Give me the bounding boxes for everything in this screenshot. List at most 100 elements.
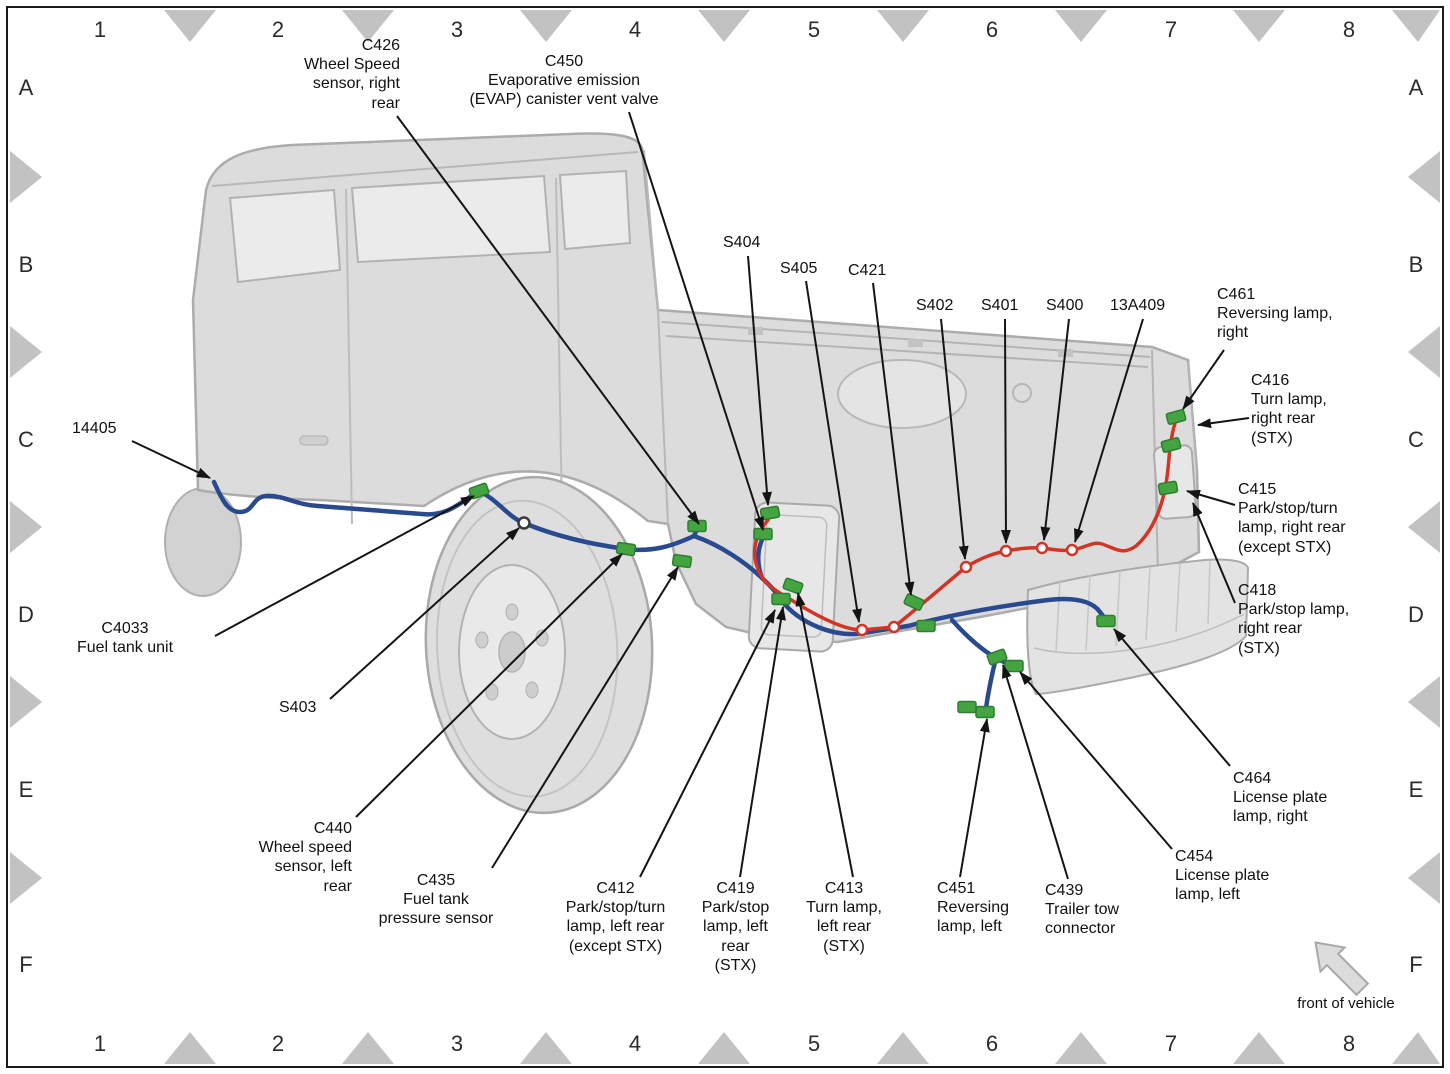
callout-13a409: 13A409 (1110, 297, 1166, 314)
arrow-14405 (131, 440, 211, 479)
connector (1160, 437, 1182, 453)
grid-col-top-4: 4 (628, 17, 642, 42)
arrow-s402 (940, 318, 969, 560)
callout-s405: S405 (780, 260, 818, 277)
splice-loops (855, 541, 1079, 637)
grid-row-left-d: D (18, 602, 34, 627)
connector (1165, 409, 1187, 425)
arrow-c450 (628, 111, 764, 531)
splice-s403 (517, 516, 531, 530)
callout-s402: S402 (916, 297, 954, 314)
connector (753, 527, 773, 541)
callout-c413: C413 Turn lamp, left rear (STX) (806, 880, 882, 955)
grid-col-top-2: 2 (271, 17, 285, 42)
grid-col-bottom-7: 7 (1164, 1031, 1178, 1056)
arrow-c439 (1001, 664, 1069, 880)
grid-row-right-f: F (1409, 952, 1423, 977)
callout-c419: C419 Park/stop lamp, left rear (STX) (701, 880, 770, 974)
connector (975, 705, 995, 719)
grid-col-bottom-8: 8 (1342, 1031, 1356, 1056)
arrow-c415 (1186, 489, 1236, 506)
callout-c461: C461 Reversing lamp, right (1217, 286, 1333, 342)
grid-row-left-a: A (18, 75, 34, 100)
grid-row-right-a: A (1408, 75, 1424, 100)
grid-diamond-markers (10, 10, 1440, 1064)
arrow-c418 (1192, 502, 1236, 604)
callout-s403: S403 (279, 699, 317, 716)
arrow-c4033 (214, 495, 475, 637)
grid-col-bottom-5: 5 (807, 1031, 821, 1056)
arrow-c419 (739, 606, 786, 878)
grid-col-top-7: 7 (1164, 17, 1178, 42)
arrow-s404 (747, 255, 772, 506)
arrow-s401 (1000, 318, 1011, 544)
grid-col-top-3: 3 (450, 17, 464, 42)
grid-col-top-6: 6 (985, 17, 999, 42)
arrow-13a409 (1074, 318, 1144, 543)
arrow-c464 (1113, 628, 1231, 767)
connector (986, 648, 1008, 666)
arrow-c413 (795, 592, 854, 878)
callout-s401: S401 (981, 297, 1019, 314)
callout-c4033: C4033 Fuel tank unit (76, 620, 174, 657)
wiring-connectors (468, 409, 1187, 719)
grid-row-right-e: E (1408, 777, 1424, 802)
connector (1096, 614, 1116, 628)
grid-col-top-1: 1 (93, 17, 107, 42)
arrow-c451 (959, 718, 990, 878)
arrow-c435 (491, 566, 679, 869)
callout-c439: C439 Trailer tow connector (1045, 882, 1120, 938)
connector (615, 541, 637, 557)
callout-c440: C440 Wheel speed sensor, left rear (258, 820, 352, 895)
grid-col-bottom-6: 6 (985, 1031, 999, 1056)
callout-c426: C426 Wheel Speed sensor, right rear (303, 37, 400, 112)
grid-col-top-8: 8 (1342, 17, 1356, 42)
connector (903, 593, 925, 611)
callout-c435: C435 Fuel tank pressure sensor (378, 872, 494, 928)
arrow-c440 (355, 553, 623, 818)
callout-c451: C451 Reversing lamp, left (937, 880, 1010, 936)
arrow-c461 (1182, 349, 1225, 410)
arrow-c454 (1019, 671, 1173, 850)
callout-c464: C464 License plate lamp, right (1233, 770, 1328, 826)
connector (759, 505, 781, 521)
grid-col-bottom-1: 1 (93, 1031, 107, 1056)
connector (671, 553, 693, 569)
connector (1004, 659, 1024, 673)
connector (771, 592, 791, 606)
callout-c454: C454 License plate lamp, left (1175, 848, 1270, 904)
arrow-s405 (805, 280, 862, 623)
grid-row-left-e: E (18, 777, 34, 802)
connector (1157, 480, 1179, 496)
callout-c450: C450 Evaporative emission (EVAP) caniste… (469, 53, 659, 109)
callout-c412: C412 Park/stop/turn lamp, left rear (exc… (565, 880, 666, 955)
grid-row-right-c: C (1408, 427, 1424, 452)
grid-col-bottom-2: 2 (271, 1031, 285, 1056)
connector (782, 577, 804, 595)
callout-c415: C415 Park/stop/turn lamp, right rear (ex… (1238, 481, 1346, 556)
truck-illustration (164, 132, 1250, 815)
arrow-s400 (1040, 318, 1070, 541)
grid-col-bottom-3: 3 (450, 1031, 464, 1056)
arrow-c416 (1197, 417, 1250, 429)
callout-s400: S400 (1046, 297, 1084, 314)
callout-14405: 14405 (72, 420, 117, 437)
callout-s404: S404 (723, 234, 761, 251)
connector (916, 619, 936, 633)
grid-row-right-b: B (1408, 252, 1424, 277)
arrow-c412 (639, 609, 776, 878)
grid-col-bottom-4: 4 (628, 1031, 642, 1056)
grid-row-left-c: C (18, 427, 34, 452)
connector (468, 482, 490, 500)
arrow-s403 (329, 527, 520, 700)
callout-arrows (131, 111, 1250, 880)
grid-col-top-5: 5 (807, 17, 821, 42)
arrow-c426 (396, 115, 700, 525)
arrow-c421 (872, 282, 915, 596)
connector (957, 700, 977, 714)
callout-c416: C416 Turn lamp, right rear (STX) (1251, 372, 1327, 447)
grid-row-left-f: F (19, 952, 33, 977)
grid-row-left-b: B (18, 252, 34, 277)
